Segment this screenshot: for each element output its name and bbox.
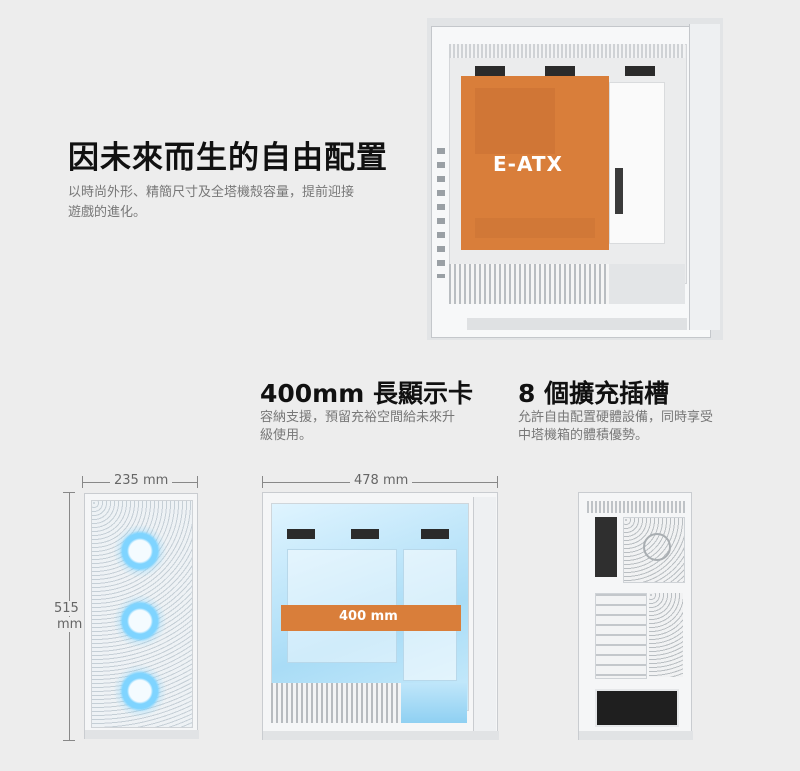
fan-glow-icon: [113, 524, 167, 578]
feature-slots-desc-line1: 允許自由配置硬體設備，同時享受: [518, 410, 714, 425]
width-dimension-label: 235 mm: [110, 473, 173, 488]
feature-slots-desc-line2: 中塔機箱的體積優勢。: [518, 428, 649, 443]
height-dimension-value: 515: [54, 601, 79, 616]
hero-subtitle-line2: 遊戲的進化。: [68, 205, 147, 220]
feature-gpu-desc-line2: 級使用。: [260, 428, 313, 443]
psu-bay: [595, 689, 679, 727]
hero-title: 因未來而生的自由配置: [68, 140, 388, 176]
feature-gpu-desc-line1: 容納支援，預留充裕空間給未來升: [260, 410, 456, 425]
hero-case-image: E-ATX: [427, 18, 723, 340]
gpu-length-label: 400 mm: [339, 609, 398, 624]
back-view-case: [578, 492, 693, 740]
front-view-case: [84, 493, 199, 739]
gpu-length-bar: [281, 605, 461, 631]
height-dimension-line: [69, 492, 70, 740]
feature-gpu-title: 400mm 長顯示卡: [260, 379, 473, 408]
fan-glow-icon: [113, 594, 167, 648]
fan-glow-icon: [113, 664, 167, 718]
height-dimension-unit: mm: [57, 617, 83, 632]
e-atx-label: E-ATX: [493, 152, 563, 176]
expansion-slots: [595, 593, 647, 679]
feature-slots-title: 8 個擴充插槽: [518, 379, 670, 408]
side-view-case: 400 mm: [262, 492, 499, 740]
depth-dimension-label: 478 mm: [350, 473, 413, 488]
hero-subtitle-line1: 以時尚外形、精簡尺寸及全塔機殼容量，提前迎接: [68, 185, 355, 200]
